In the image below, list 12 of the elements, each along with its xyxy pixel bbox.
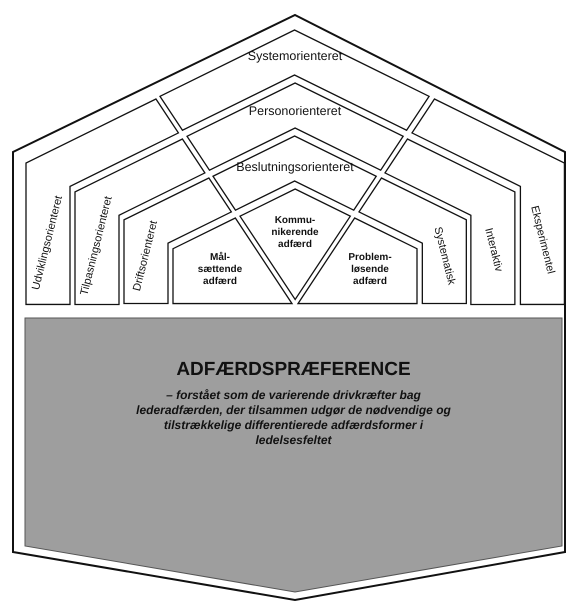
shaded-panel [25,318,562,592]
band-label: Systemorienteret [248,50,342,62]
segment-label: Problem- løsende adfærd [347,252,393,288]
band-label: Personorienteret [248,104,342,118]
panel-heading: ADFÆRDSPRÆFERENCE [176,358,411,382]
segment-label: Kommu- nikerende adfærd [270,215,320,251]
panel-description: – forstået som de varierende drivkræfter bag lederadfærden, der tilsammen udgør de nødvendige og tilstrækkelige differentierede adfærdsformer i ledelsesfeltet [135,388,452,448]
chevron-band [160,30,430,130]
segment-label: Mål- sættende adfærd [196,252,244,288]
band-label: Beslutningsorienteret [236,160,354,174]
chevron-band [213,136,377,210]
band-label: Interaktiv [482,227,504,273]
